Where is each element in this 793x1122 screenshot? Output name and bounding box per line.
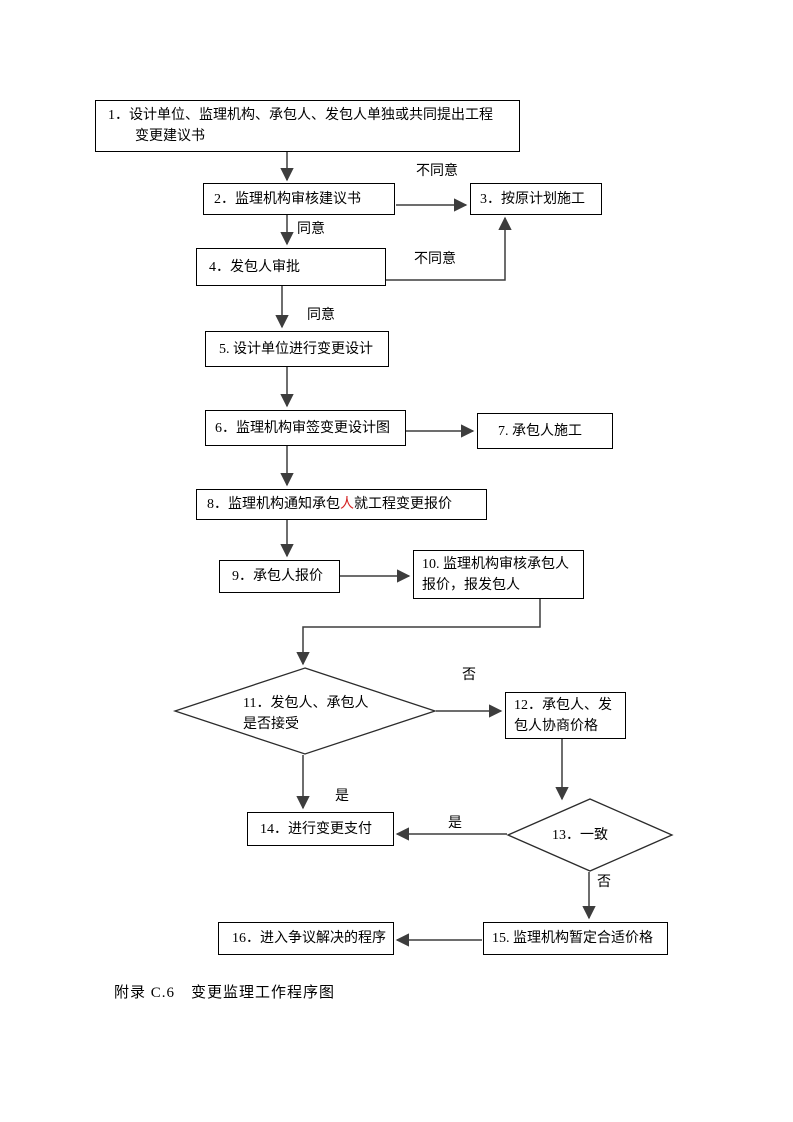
flow-box-8-text-suffix: 就工程变更报价 (354, 497, 452, 512)
edge-label-disagree-4-3: 不同意 (414, 252, 456, 267)
flow-box-16-label: 16．进入争议解决的程序 (232, 931, 386, 946)
edge-label-yes-11-14: 是 (335, 789, 349, 804)
decision-11-shape (172, 667, 438, 755)
edge-label-agree-4-5: 同意 (307, 308, 335, 323)
flow-box-14-label: 14．进行变更支付 (260, 821, 372, 837)
flow-box-9-label: 9．承包人报价 (232, 569, 323, 584)
decision-13-label: 13．一致 (552, 825, 608, 846)
decision-11-label: 11．发包人、承包人 是否接受 (243, 693, 368, 735)
edge-label-disagree-2-3: 不同意 (416, 164, 458, 179)
edge-4-3 (386, 216, 512, 281)
decision-11-line2: 是否接受 (243, 717, 299, 732)
flow-box-3-label: 3．按原计划施工 (480, 191, 585, 207)
flow-box-7-label: 7. 承包人施工 (498, 423, 582, 439)
figure-caption: 附录 C.6 变更监理工作程序图 (114, 985, 336, 1001)
flow-box-1-line1: 1．设计单位、监理机构、承包人、发包人单独或共同提出工程 (108, 108, 493, 123)
decision-13-shape (506, 798, 674, 872)
flow-box-8-text-prefix: 8．监理机构通知承包 (207, 497, 340, 512)
edge-10-11 (296, 599, 541, 666)
flow-box-10: 10. 监理机构审核承包人 报价，报发包人 (413, 550, 584, 599)
flow-box-3: 3．按原计划施工 (470, 183, 602, 215)
flow-box-8-highlighted-char: 人 (340, 497, 354, 512)
edge-label-no-11-12: 否 (462, 668, 476, 683)
flow-box-5: 5. 设计单位进行变更设计 (205, 331, 389, 367)
flow-box-6-label: 6．监理机构审签变更设计图 (215, 420, 390, 436)
flow-box-4-label: 4．发包人审批 (209, 259, 300, 275)
flow-box-14: 14．进行变更支付 (247, 812, 394, 846)
edge-label-agree-2-4: 同意 (297, 222, 325, 237)
flow-box-1-line2: 变更建议书 (135, 129, 205, 144)
flow-box-16: 16．进入争议解决的程序 (218, 922, 394, 955)
flow-box-5-label: 5. 设计单位进行变更设计 (219, 341, 373, 357)
decision-13-line1: 13．一致 (552, 828, 608, 843)
flow-box-4: 4．发包人审批 (196, 248, 386, 286)
decision-11-line1: 11．发包人、承包人 (243, 696, 369, 711)
flow-box-12-line1: 12．承包人、发 (514, 697, 612, 713)
flow-box-1: 1．设计单位、监理机构、承包人、发包人单独或共同提出工程 变更建议书 (95, 100, 520, 152)
flow-box-12-line2: 包人协商价格 (514, 718, 598, 734)
edge-label-no-13-15: 否 (597, 875, 611, 890)
flow-box-7: 7. 承包人施工 (477, 413, 613, 449)
flow-box-15-label: 15. 监理机构暂定合适价格 (492, 931, 653, 946)
flow-box-10-line2: 报价，报发包人 (422, 577, 520, 593)
flow-box-10-line1: 10. 监理机构审核承包人 (422, 556, 569, 572)
flow-box-15: 15. 监理机构暂定合适价格 (483, 922, 668, 955)
flow-box-2-label: 2．监理机构审核建议书 (214, 191, 361, 207)
flow-box-6: 6．监理机构审签变更设计图 (205, 410, 406, 446)
flow-box-9: 9．承包人报价 (219, 560, 340, 593)
flow-box-12: 12．承包人、发 包人协商价格 (505, 692, 626, 739)
flow-box-2: 2．监理机构审核建议书 (203, 183, 395, 215)
flow-box-8: 8．监理机构通知承包人就工程变更报价 (196, 489, 487, 520)
edge-label-yes-13-14: 是 (448, 816, 462, 831)
flow-box-8-label: 8．监理机构通知承包人就工程变更报价 (207, 494, 486, 515)
